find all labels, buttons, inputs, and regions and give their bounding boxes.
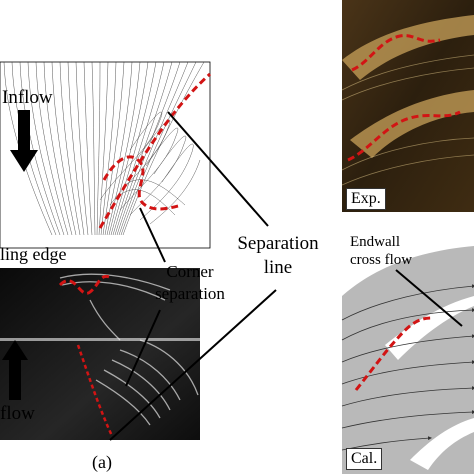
corner-separation-label-line1: Corner — [166, 262, 214, 281]
inflow-bottom-label: flow — [0, 403, 35, 424]
experiment-separation-curve-2 — [347, 110, 461, 162]
endwall-label-line2: cross flow — [350, 252, 413, 268]
endwall-label-line1: Endwall — [350, 234, 400, 250]
corner-separation-label-line2: separation — [155, 284, 225, 303]
down-arrow-icon — [10, 110, 38, 172]
corner-separation-curve — [102, 155, 179, 211]
separation-line-label-line2: line — [263, 257, 293, 278]
photo-panel — [0, 268, 200, 440]
trailing-edge-label: ling edge — [0, 244, 67, 264]
panel-a-label: (a) — [92, 452, 112, 472]
photo-separation-line — [76, 344, 114, 437]
calculation-panel — [341, 228, 474, 474]
exp-tag: Exp. — [346, 188, 386, 210]
experiment-separation-curve-1 — [351, 34, 441, 72]
photo-separation-curve — [58, 275, 113, 295]
up-arrow-icon — [2, 340, 28, 400]
experiment-panel — [341, 0, 474, 212]
cal-tag: Cal. — [346, 448, 383, 470]
leader-lines — [109, 111, 463, 441]
inflow-top-label: Inflow — [2, 87, 53, 108]
separation-curve-upper — [98, 72, 212, 229]
streamline-panel — [0, 61, 212, 249]
separation-line-label-line1: Separation — [237, 233, 319, 254]
